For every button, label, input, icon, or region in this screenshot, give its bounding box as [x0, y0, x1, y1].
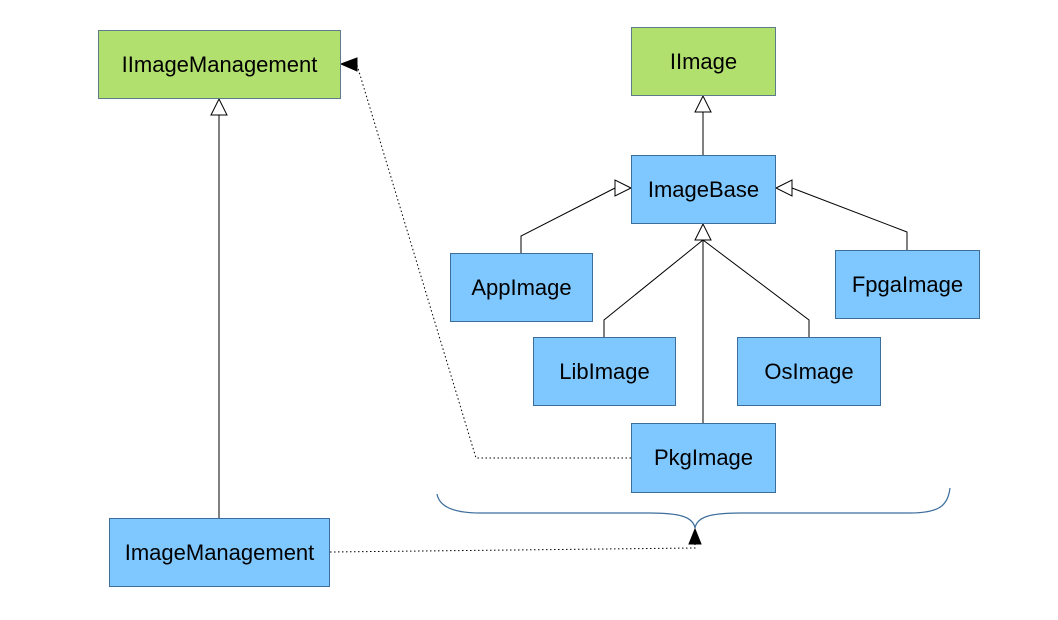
- node-iimage[interactable]: IImage: [631, 27, 776, 96]
- generalization-arrowhead: [694, 222, 712, 241]
- generalization-arrowhead: [694, 94, 712, 113]
- node-pkgimage[interactable]: PkgImage: [631, 423, 776, 493]
- node-iimagemanagement[interactable]: IImageManagement: [98, 30, 341, 99]
- group-brace: [436, 487, 951, 529]
- node-imagebase[interactable]: ImageBase: [631, 155, 776, 224]
- node-fpgaimage[interactable]: FpgaImage: [835, 250, 980, 319]
- edge-fpgaimage-to-imagebase: [774, 179, 908, 250]
- edge-imagemanagement-to-iimagemanagement: [210, 97, 228, 518]
- generalization-arrowhead: [210, 97, 228, 116]
- node-imagemanagement[interactable]: ImageManagement: [109, 518, 330, 587]
- dependency-arrowhead: [339, 57, 358, 72]
- node-appimage[interactable]: AppImage: [450, 253, 593, 322]
- generalization-arrowhead: [774, 179, 793, 197]
- edge-pkgimage-to-imagebase: [694, 222, 712, 423]
- node-osimage[interactable]: OsImage: [737, 337, 881, 406]
- edge-imagemanagement-depends-group: [329, 527, 702, 553]
- edge-libimage-to-imagebase: [603, 239, 704, 337]
- edge-imagebase-to-iimage: [694, 94, 712, 155]
- dependency-arrowhead: [688, 527, 702, 545]
- edge-osimage-to-imagebase: [702, 239, 810, 337]
- node-libimage[interactable]: LibImage: [533, 337, 676, 406]
- edge-pkgimage-depends-iimagemanagement: [339, 57, 631, 459]
- generalization-arrowhead: [614, 179, 633, 197]
- edge-appimage-to-imagebase: [520, 179, 633, 253]
